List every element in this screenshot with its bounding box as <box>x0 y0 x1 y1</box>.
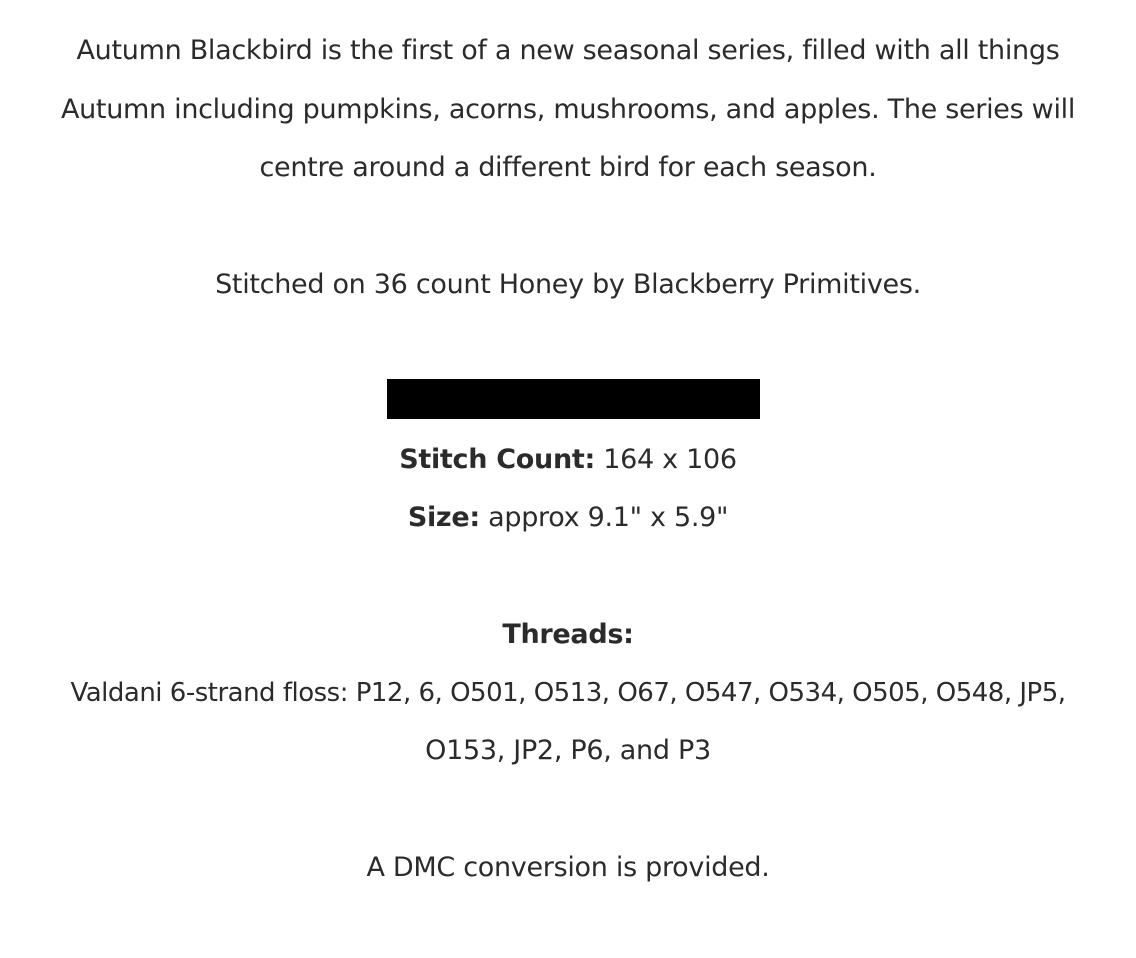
threads-heading: Threads: <box>502 619 634 650</box>
description-line-3: centre around a different bird for each … <box>259 152 877 183</box>
stitch-count-value: 164 x 106 <box>594 444 737 475</box>
fabric-info: Stitched on 36 count Honey by Blackberry… <box>215 269 921 300</box>
stitch-count-label: Stitch Count: <box>399 444 595 475</box>
description-line-2: Autumn including pumpkins, acorns, mushr… <box>60 94 1076 125</box>
size-value: approx 9.1" x 5.9" <box>479 502 729 533</box>
redacted-block <box>387 379 760 419</box>
size: Size: approx 9.1" x 5.9" <box>0 501 1136 535</box>
threads-line-1: Valdani 6-strand floss: P12, 6, O501, O5… <box>70 678 1066 708</box>
threads-line-2: O153, JP2, P6, and P3 <box>425 735 711 766</box>
description-line-1: Autumn Blackbird is the first of a new s… <box>76 35 1060 66</box>
stitch-count: Stitch Count: 164 x 106 <box>0 443 1136 477</box>
size-label: Size: <box>407 502 480 533</box>
conversion-note: A DMC conversion is provided. <box>366 852 770 883</box>
